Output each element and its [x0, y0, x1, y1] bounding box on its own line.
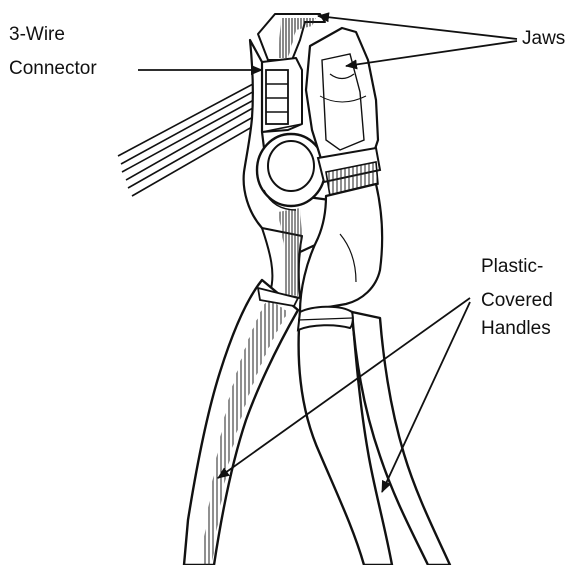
- jaws-arrow-front: [346, 41, 517, 66]
- right-handle: [298, 307, 450, 565]
- three-wire-connector: [262, 58, 302, 132]
- handles-label-line2: Covered: [481, 289, 553, 313]
- left-handle: [184, 280, 298, 565]
- jaws-label: Jaws: [522, 27, 565, 51]
- handles-label-line3: Handles: [481, 317, 551, 341]
- connector-label-line2: Connector: [9, 57, 97, 81]
- handles-label-line1: Plastic-: [481, 255, 543, 279]
- connector-label-line1: 3-Wire: [9, 23, 65, 47]
